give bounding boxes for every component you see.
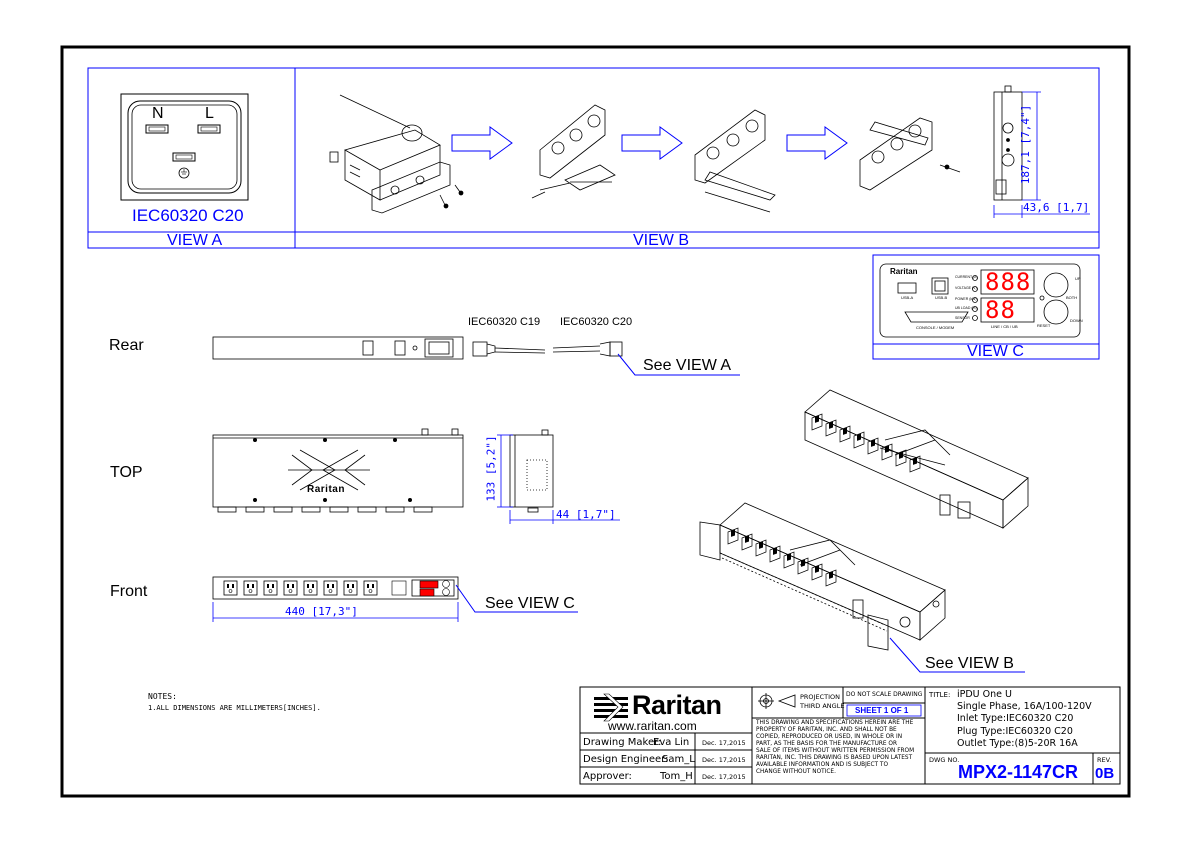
approver-label: Approver: <box>583 771 632 782</box>
view-c-ind-voltage: VOLTAGE (V) <box>955 286 977 290</box>
socket-n-label: N <box>152 105 164 122</box>
outer-border <box>60 45 1131 798</box>
maker-name: Eva Lin <box>653 737 690 748</box>
sheet-badge-frame <box>846 704 922 717</box>
title-line: iPDU One U <box>957 689 1012 700</box>
dwg-label: DWG NO. <box>929 756 960 764</box>
isometric-pdu-lower <box>699 502 946 651</box>
view-c-btn-up: UP <box>1075 276 1081 281</box>
top-view-dimension-lines <box>497 434 620 524</box>
view-c-usb-b: USB-B <box>935 295 948 300</box>
leader-see-view-c <box>455 584 578 613</box>
view-c-digits-top: 888 <box>985 268 1032 296</box>
front-label: Front <box>110 583 148 600</box>
rear-view-drawing <box>212 336 623 360</box>
title-line: Single Phase, 16A/100-120V <box>957 701 1092 712</box>
view-c-digits-bottom: 88 <box>985 296 1016 324</box>
title-line: Outlet Type:(8)5-20R 16A <box>957 738 1078 749</box>
view-c-ind-ub: UB LOAD (%) <box>955 306 977 310</box>
disclaimer-line: PROPERTY OF RARITAN, INC. AND SHALL NOT … <box>756 727 897 733</box>
disclaimer-line: COPIED, REPRODUCED OR USED, IN WHOLE OR … <box>756 734 903 740</box>
front-panel-drawing <box>879 263 1081 338</box>
disclaimer-line: AVAILABLE INFORMATION AND IS SUBJECT TO <box>756 762 889 768</box>
rev-value: 0B <box>1095 765 1115 782</box>
view-b-dimension-lines <box>993 91 1090 218</box>
disclaimer-line: CHANGE WITHOUT NOTICE. <box>756 769 836 775</box>
view-ab-frame <box>87 67 1100 249</box>
view-c-frame <box>872 254 1100 360</box>
top-view-logo: Raritan <box>307 484 345 495</box>
leader-see-view-b <box>889 637 1025 673</box>
front-view-panel <box>391 580 450 597</box>
approver-date: Dec. 17,2015 <box>702 773 746 781</box>
view-c-ind-current: CURRENT (A) <box>955 275 978 279</box>
projection-symbol <box>758 693 796 709</box>
rear-label: Rear <box>109 337 144 354</box>
projection-line-1: PROJECTION <box>800 693 840 701</box>
see-view-c: See VIEW C <box>485 595 575 612</box>
dim-top-height: 133 [5,2"] <box>484 435 498 502</box>
view-b-assembly-drawing <box>329 85 1023 214</box>
view-c-usb-a: USB-A <box>901 295 914 300</box>
view-c-btn-down: DOWN <box>1070 318 1083 323</box>
raritan-logo-mark <box>594 693 628 722</box>
iec-c20-socket-drawing <box>120 93 249 201</box>
approver-name: Tom_H <box>660 771 693 782</box>
see-view-a: See VIEW A <box>643 357 732 374</box>
notes-heading: NOTES: <box>148 692 177 701</box>
view-b-title: VIEW B <box>633 232 690 249</box>
title-label: TITLE: <box>929 691 951 699</box>
dim-top-width: 44 [1,7"] <box>556 508 616 521</box>
notes-line-1: 1.ALL DIMENSIONS ARE MILLIMETERS[INCHES]… <box>148 704 321 712</box>
view-b-dim-width: 43,6 [1,7] <box>1023 201 1090 214</box>
rev-label: REV. <box>1097 756 1112 764</box>
see-view-b: See VIEW B <box>925 655 1014 672</box>
view-c-btn-both: BOTH <box>1066 295 1078 300</box>
view-a-caption: IEC60320 C20 <box>132 206 244 225</box>
front-view-outlets <box>223 580 378 596</box>
isometric-pdu-upper <box>804 389 1029 529</box>
dim-front-width: 440 [17,3"] <box>285 605 358 618</box>
top-label: TOP <box>110 464 143 481</box>
leader-see-view-a <box>617 353 740 376</box>
engineer-date: Dec. 17,2015 <box>702 756 746 764</box>
maker-date: Dec. 17,2015 <box>702 739 746 747</box>
dwg-number: MPX2-1147CR <box>958 762 1079 782</box>
top-view-drawing <box>212 428 554 513</box>
view-c-reset: RESET <box>1037 323 1051 328</box>
assembly-step-arrow <box>786 126 848 160</box>
cord-c20-label: IEC60320 C20 <box>560 316 633 328</box>
title-block-logo: Raritan <box>632 690 722 720</box>
assembly-step-arrow <box>621 126 683 160</box>
engineer-name: Sam_L <box>662 754 695 765</box>
title-line: Plug Type:IEC60320 C20 <box>957 726 1073 737</box>
view-c-ind-sensor: SENSOR <box>955 316 970 320</box>
view-c-title: VIEW C <box>967 343 1024 360</box>
title-block-url: www.raritan.com <box>608 719 697 733</box>
disclaimer-line: PART, AS THE BASIS FOR THE MANUFACTURE O… <box>756 741 898 747</box>
view-c-console: CONSOLE / MODEM <box>916 325 955 330</box>
disclaimer-line: THIS DRAWING AND SPECIFICATIONS HEREIN A… <box>756 720 914 726</box>
disclaimer-line: SALE OF ITEMS WITHOUT WRITTEN PERMISSION… <box>756 748 915 754</box>
view-a-title: VIEW A <box>167 232 223 249</box>
disclaimer-line: RARITAN, INC. THIS DRAWING IS BASED UPON… <box>756 755 913 761</box>
title-line: Inlet Type:IEC60320 C20 <box>957 713 1074 724</box>
view-c-logo: Raritan <box>890 267 918 276</box>
view-b-dim-height: 187,1 [7,4"] <box>1019 104 1033 185</box>
engineer-label: Design Engineer: <box>583 754 669 765</box>
sheet-badge: SHEET 1 OF 1 <box>855 706 909 715</box>
cord-c19-label: IEC60320 C19 <box>468 316 541 328</box>
view-c-ind-power: POWER (kW) <box>955 297 977 301</box>
view-c-line-ob: LINE / CB / UB <box>991 324 1018 329</box>
socket-l-label: L <box>205 105 214 122</box>
title-block-frame <box>579 686 1121 785</box>
no-scale-note: DO NOT SCALE DRAWING <box>846 691 923 698</box>
projection-line-2: THIRD ANGLE <box>800 702 845 710</box>
front-dimension-line <box>212 602 459 622</box>
maker-label: Drawing Maker: <box>583 737 662 748</box>
isometric-lower-outlets <box>727 527 837 587</box>
assembly-step-arrow <box>451 126 513 160</box>
